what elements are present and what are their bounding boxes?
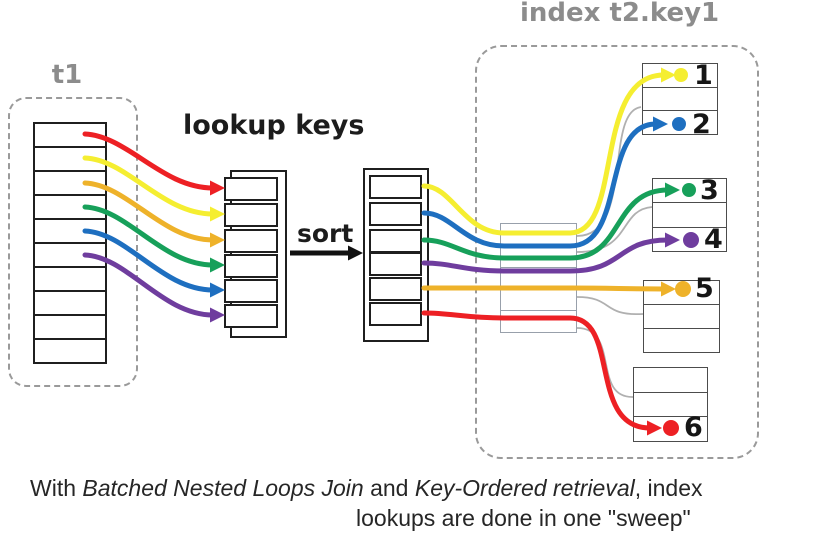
caption-segment: and bbox=[363, 475, 415, 501]
lookup-key-cell bbox=[224, 304, 278, 328]
sorted-key-cell bbox=[369, 277, 422, 301]
index-entry-number-2: 2 bbox=[692, 109, 711, 140]
lookup-keys-label: lookup keys bbox=[183, 110, 365, 141]
table-row bbox=[35, 314, 105, 338]
sorted-key-cell bbox=[369, 229, 422, 253]
index-node-table bbox=[500, 223, 577, 333]
table-row bbox=[35, 170, 105, 194]
sorted-key-cell bbox=[369, 252, 422, 276]
table-row bbox=[35, 218, 105, 242]
sorted-key-cell bbox=[369, 175, 422, 199]
table-row bbox=[644, 328, 719, 352]
index-leaf-block-3 bbox=[643, 280, 720, 353]
table-row bbox=[35, 338, 105, 362]
index-entry-number-1: 1 bbox=[694, 60, 713, 91]
table-row bbox=[634, 416, 707, 441]
table-row bbox=[501, 244, 576, 267]
index-entry-number-5: 5 bbox=[695, 273, 714, 304]
table-row bbox=[501, 266, 576, 289]
table-row bbox=[644, 304, 719, 328]
caption-segment: With bbox=[30, 475, 83, 501]
lookup-key-cell bbox=[224, 254, 278, 278]
table-row bbox=[643, 86, 717, 111]
caption-line-2: lookups are done in one "sweep" bbox=[356, 505, 691, 532]
index-title: index t2.key1 bbox=[520, 0, 720, 28]
t1-label: t1 bbox=[51, 60, 83, 90]
table-row bbox=[653, 202, 726, 226]
table-row bbox=[35, 242, 105, 266]
table-row bbox=[35, 194, 105, 218]
index-entry-number-4: 4 bbox=[704, 224, 723, 255]
table-row bbox=[35, 124, 105, 146]
sort-label: sort bbox=[297, 219, 354, 248]
lookup-key-cell bbox=[224, 229, 278, 253]
lookup-key-cell bbox=[224, 279, 278, 303]
caption-segment: Batched Nested Loops Join bbox=[82, 475, 364, 501]
caption-segment: , index bbox=[634, 475, 703, 501]
sorted-key-cell bbox=[369, 202, 422, 226]
table-row bbox=[501, 288, 576, 310]
table-row bbox=[501, 310, 576, 332]
sorted-key-cell bbox=[369, 302, 422, 326]
table-row bbox=[35, 146, 105, 170]
lookup-key-cell bbox=[224, 203, 278, 227]
t1-table bbox=[33, 122, 107, 364]
table-row bbox=[35, 266, 105, 290]
table-row bbox=[643, 110, 717, 134]
table-row bbox=[634, 391, 707, 417]
lookup-key-cell bbox=[224, 177, 278, 201]
index-entry-number-3: 3 bbox=[700, 175, 719, 206]
table-row bbox=[501, 224, 576, 245]
table-row bbox=[634, 368, 707, 392]
index-entry-number-6: 6 bbox=[684, 412, 703, 443]
table-row bbox=[653, 226, 726, 251]
table-row bbox=[35, 290, 105, 314]
caption-line-1: With Batched Nested Loops Join and Key-O… bbox=[30, 475, 702, 502]
caption-segment: Key-Ordered retrieval bbox=[414, 475, 635, 501]
caption-segment: lookups are done in one "sweep" bbox=[356, 505, 691, 531]
